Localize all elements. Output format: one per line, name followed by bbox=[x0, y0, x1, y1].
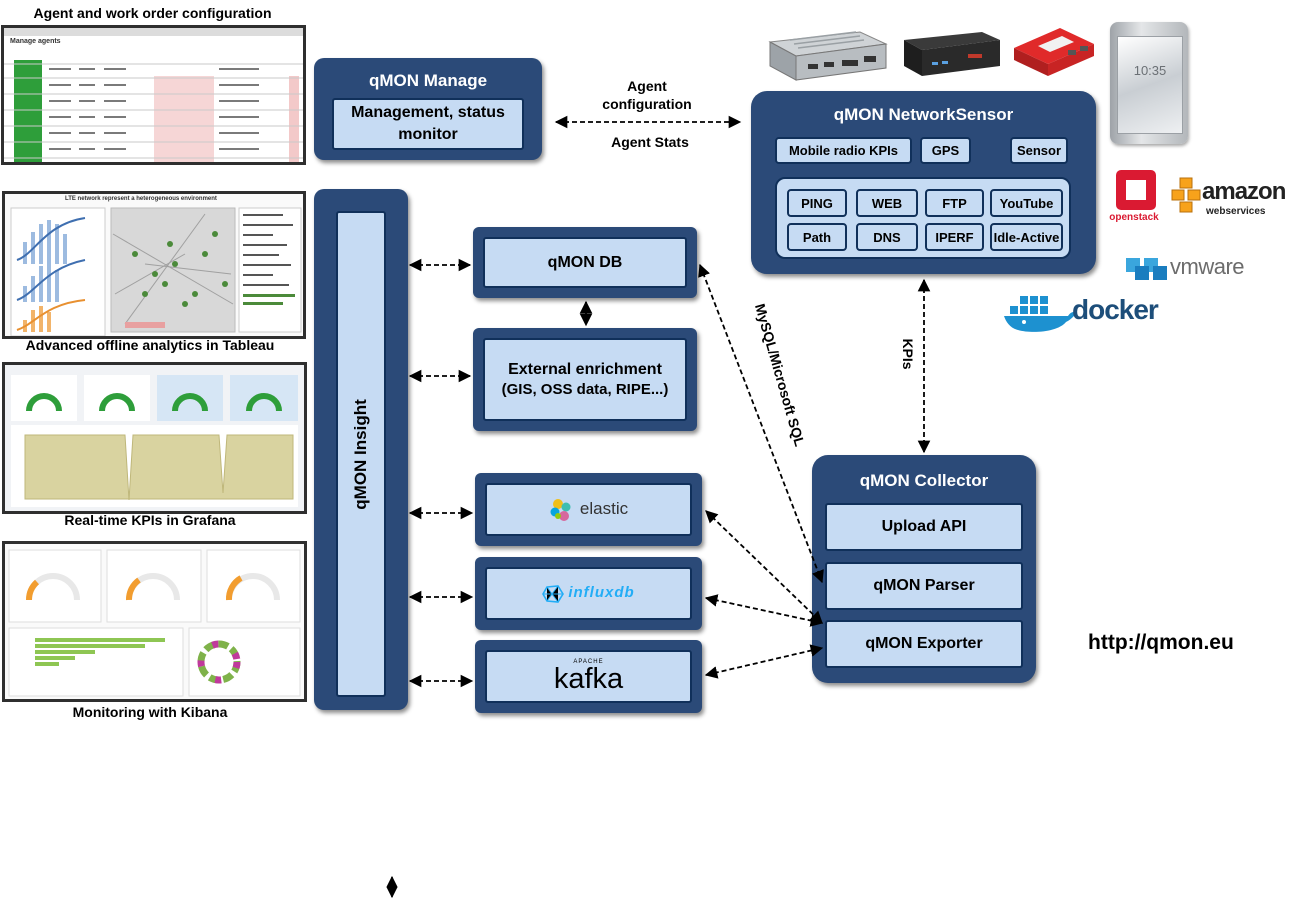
qmon-url[interactable]: http://qmon.eu bbox=[1088, 631, 1234, 654]
test-dns: DNS bbox=[856, 223, 918, 251]
gps: GPS bbox=[920, 137, 971, 164]
elastic-box: elastic bbox=[475, 473, 702, 546]
qmon-db-label: qMON DB bbox=[483, 237, 687, 288]
openstack-label: openstack bbox=[1109, 212, 1159, 223]
screenshot-title: Manage agents bbox=[10, 38, 61, 45]
influxdb-inner: influxdb bbox=[485, 567, 692, 620]
qmon-exporter: qMON Exporter bbox=[825, 620, 1023, 668]
db-parser-connector bbox=[698, 263, 824, 584]
tests-panel: PING WEB FTP YouTube Path DNS IPERF Idle… bbox=[775, 177, 1071, 259]
agent-configuration-label: Agent configuration bbox=[602, 78, 692, 113]
amazon-label: amazon bbox=[1202, 178, 1286, 205]
influxdb-label: influxdb bbox=[568, 584, 635, 602]
vmware-label: vmware bbox=[1170, 254, 1245, 279]
grafana-panels bbox=[11, 375, 298, 507]
qmon-manage-title: qMON Manage bbox=[368, 71, 488, 90]
elastic-inner: elastic bbox=[485, 483, 692, 536]
screenshot-toolbar bbox=[4, 28, 303, 36]
influx-exporter-connector bbox=[704, 594, 824, 627]
influxdb-icon bbox=[542, 584, 565, 603]
kafka-exporter-connector bbox=[704, 644, 824, 679]
caption-tableau: Advanced offline analytics in Tableau bbox=[25, 337, 275, 353]
test-path: Path bbox=[787, 223, 847, 251]
test-web: WEB bbox=[856, 189, 918, 217]
elastic-label: elastic bbox=[579, 499, 629, 519]
qmon-db-box: qMON DB bbox=[473, 227, 697, 298]
status-red-column bbox=[154, 76, 214, 162]
qmon-insight-inner: qMON Insight bbox=[336, 211, 386, 697]
test-youtube: YouTube bbox=[990, 189, 1063, 217]
tableau-charts bbox=[10, 207, 302, 336]
elastic-icon bbox=[550, 498, 571, 521]
collector-title: qMON Collector bbox=[859, 471, 989, 490]
kafka-apache-label: APACHE bbox=[573, 659, 604, 665]
external-enrichment-inner: External enrichment (GIS, OSS data, RIPE… bbox=[483, 338, 687, 421]
tableau-title: LTE network represent a heterogeneous en… bbox=[65, 196, 217, 202]
docker-label: docker bbox=[1072, 294, 1159, 325]
mobile-radio-kpis: Mobile radio KPIs bbox=[775, 137, 912, 164]
vmware-icon bbox=[1126, 258, 1167, 280]
test-ping: PING bbox=[787, 189, 847, 217]
external-enrichment-title: External enrichment bbox=[508, 360, 662, 378]
tiny-pc-icon bbox=[904, 32, 1000, 76]
caption-agent-config: Agent and work order configuration bbox=[33, 5, 272, 21]
external-enrichment-subtitle: (GIS, OSS data, RIPE...) bbox=[501, 381, 669, 399]
agent-table-lines bbox=[4, 63, 303, 159]
smartphone-icon: 10:35 bbox=[1110, 22, 1188, 144]
test-iperf: IPERF bbox=[925, 223, 984, 251]
qmon-manage-box: qMON Manage Management, status monitor bbox=[314, 58, 542, 160]
agent-config-screenshot: Manage agents bbox=[1, 25, 306, 165]
aws-cubes-icon bbox=[1171, 177, 1201, 213]
kafka-inner: APACHE kafka bbox=[485, 650, 692, 703]
kibana-panels bbox=[8, 549, 301, 697]
elastic-exporter-connector bbox=[705, 510, 823, 624]
test-ftp: FTP bbox=[925, 189, 984, 217]
tableau-screenshot: LTE network represent a heterogeneous en… bbox=[2, 191, 306, 339]
grafana-screenshot bbox=[2, 362, 307, 514]
status-green-column bbox=[14, 60, 42, 162]
management-status-monitor: Management, status monitor bbox=[332, 98, 524, 150]
industrial-pc-icon bbox=[768, 31, 888, 81]
kafka-box: APACHE kafka bbox=[475, 640, 702, 713]
aws-sub-label: webservices bbox=[1206, 206, 1266, 217]
smartphone-time: 10:35 bbox=[1133, 63, 1167, 78]
status-red-column-2 bbox=[289, 76, 299, 162]
sensor: Sensor bbox=[1010, 137, 1068, 164]
caption-grafana: Real-time KPIs in Grafana bbox=[64, 512, 236, 528]
qmon-parser: qMON Parser bbox=[825, 562, 1023, 610]
networksensor-title: qMON NetworkSensor bbox=[833, 105, 1014, 124]
raspberry-pi-case-icon bbox=[1014, 28, 1094, 76]
agent-stats-label: Agent Stats bbox=[611, 134, 689, 150]
kibana-screenshot bbox=[2, 541, 307, 702]
qmon-insight-box: qMON Insight bbox=[314, 189, 408, 710]
qmon-networksensor-box: qMON NetworkSensor Mobile radio KPIs GPS… bbox=[751, 91, 1096, 274]
kafka-label: kafka bbox=[553, 663, 624, 695]
caption-kibana: Monitoring with Kibana bbox=[72, 704, 228, 720]
influxdb-box: influxdb bbox=[475, 557, 702, 630]
test-idle-active: Idle-Active bbox=[990, 223, 1063, 251]
qmon-collector-box: qMON Collector Upload API qMON Parser qM… bbox=[812, 455, 1036, 683]
smartphone-screen: 10:35 bbox=[1117, 36, 1183, 134]
external-enrichment-box: External enrichment (GIS, OSS data, RIPE… bbox=[473, 328, 697, 431]
upload-api: Upload API bbox=[825, 503, 1023, 551]
openstack-logo bbox=[1116, 170, 1156, 210]
docker-whale-icon bbox=[1004, 296, 1076, 332]
